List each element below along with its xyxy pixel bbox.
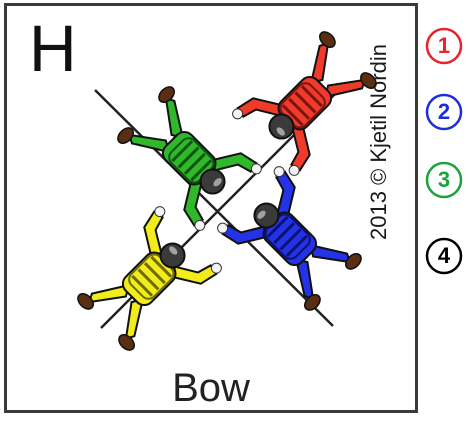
jumper-helmet-shine xyxy=(169,246,178,255)
jumper-3 xyxy=(117,86,262,231)
jumper-harness-strap xyxy=(294,91,317,114)
slot-badge-1: 1 xyxy=(424,26,464,66)
jumper-1 xyxy=(232,31,377,176)
jumper-harness-strap xyxy=(183,152,206,175)
jumper-harness-strap xyxy=(143,262,166,285)
slot-number-2: 2 xyxy=(437,99,451,124)
slot-ring-3 xyxy=(425,161,463,199)
jumper-helmet xyxy=(268,113,295,140)
jumper-helmet xyxy=(253,202,280,229)
jumper-harness-strap xyxy=(171,140,194,163)
formation-name: Bow xyxy=(172,366,250,410)
jumper-harness-strap xyxy=(131,274,154,297)
slot-ring-4 xyxy=(425,237,463,275)
jumper-boot-right xyxy=(117,127,134,144)
slot-number-1: 1 xyxy=(437,33,451,58)
jumper-harness-strap xyxy=(190,159,213,182)
jumper-hand-left xyxy=(217,222,229,234)
jumper-harness-strap xyxy=(266,215,289,238)
guide-line-primary xyxy=(94,89,334,327)
slot-number-3: 3 xyxy=(437,167,451,192)
slot-badge-3: 3 xyxy=(424,160,464,200)
jumper-boot-right xyxy=(319,31,336,48)
slot-badge-4: 4 xyxy=(424,236,464,276)
formation-card: H Bow 2013 © Kjetil Nordin xyxy=(4,3,418,413)
jumper-boot-left xyxy=(158,86,175,103)
jumper-helmet xyxy=(159,242,186,269)
jumper-harness-strap xyxy=(285,234,308,257)
jumper-harness-strap xyxy=(150,255,173,278)
jumper-harness-strap xyxy=(137,268,160,291)
jumper-hand-right xyxy=(273,166,285,178)
jumper-helmet xyxy=(199,168,226,195)
jumper-helmet-shine xyxy=(257,210,266,219)
jumper-boot-left xyxy=(77,293,94,310)
slot-badge-2: 2 xyxy=(424,92,464,132)
jumper-harness-strap xyxy=(288,97,311,120)
copyright-text: 2013 © Kjetil Nordin xyxy=(366,44,391,240)
jumper-harness-strap xyxy=(279,228,302,251)
jumper-helmet-shine xyxy=(276,127,285,136)
slot-number-4: 4 xyxy=(437,243,451,268)
jumper-harness-strap xyxy=(281,104,304,127)
jumper-hand-right xyxy=(210,262,222,274)
jumper-2 xyxy=(217,166,362,311)
slot-ring-1 xyxy=(425,27,463,65)
jumper-helmet-shine xyxy=(213,178,222,187)
jumper-harness-strap xyxy=(273,222,296,245)
jumper-4 xyxy=(77,206,222,351)
jumper-boot-right xyxy=(118,334,135,351)
jumper-boot-right xyxy=(345,253,362,270)
jumper-hand-left xyxy=(154,206,166,218)
jumper-hand-left xyxy=(250,163,262,175)
jumper-hand-right xyxy=(232,108,244,120)
formation-diagram xyxy=(77,31,377,351)
jumper-harness-strap xyxy=(300,85,323,108)
jumper-harness-strap xyxy=(177,146,200,169)
formation-letter: H xyxy=(29,11,77,85)
jumper-boot-left xyxy=(360,72,377,89)
jumper-boot-left xyxy=(304,294,321,311)
jumper-hand-right xyxy=(194,219,206,231)
jumper-hand-left xyxy=(288,164,300,176)
slot-ring-2 xyxy=(425,93,463,131)
